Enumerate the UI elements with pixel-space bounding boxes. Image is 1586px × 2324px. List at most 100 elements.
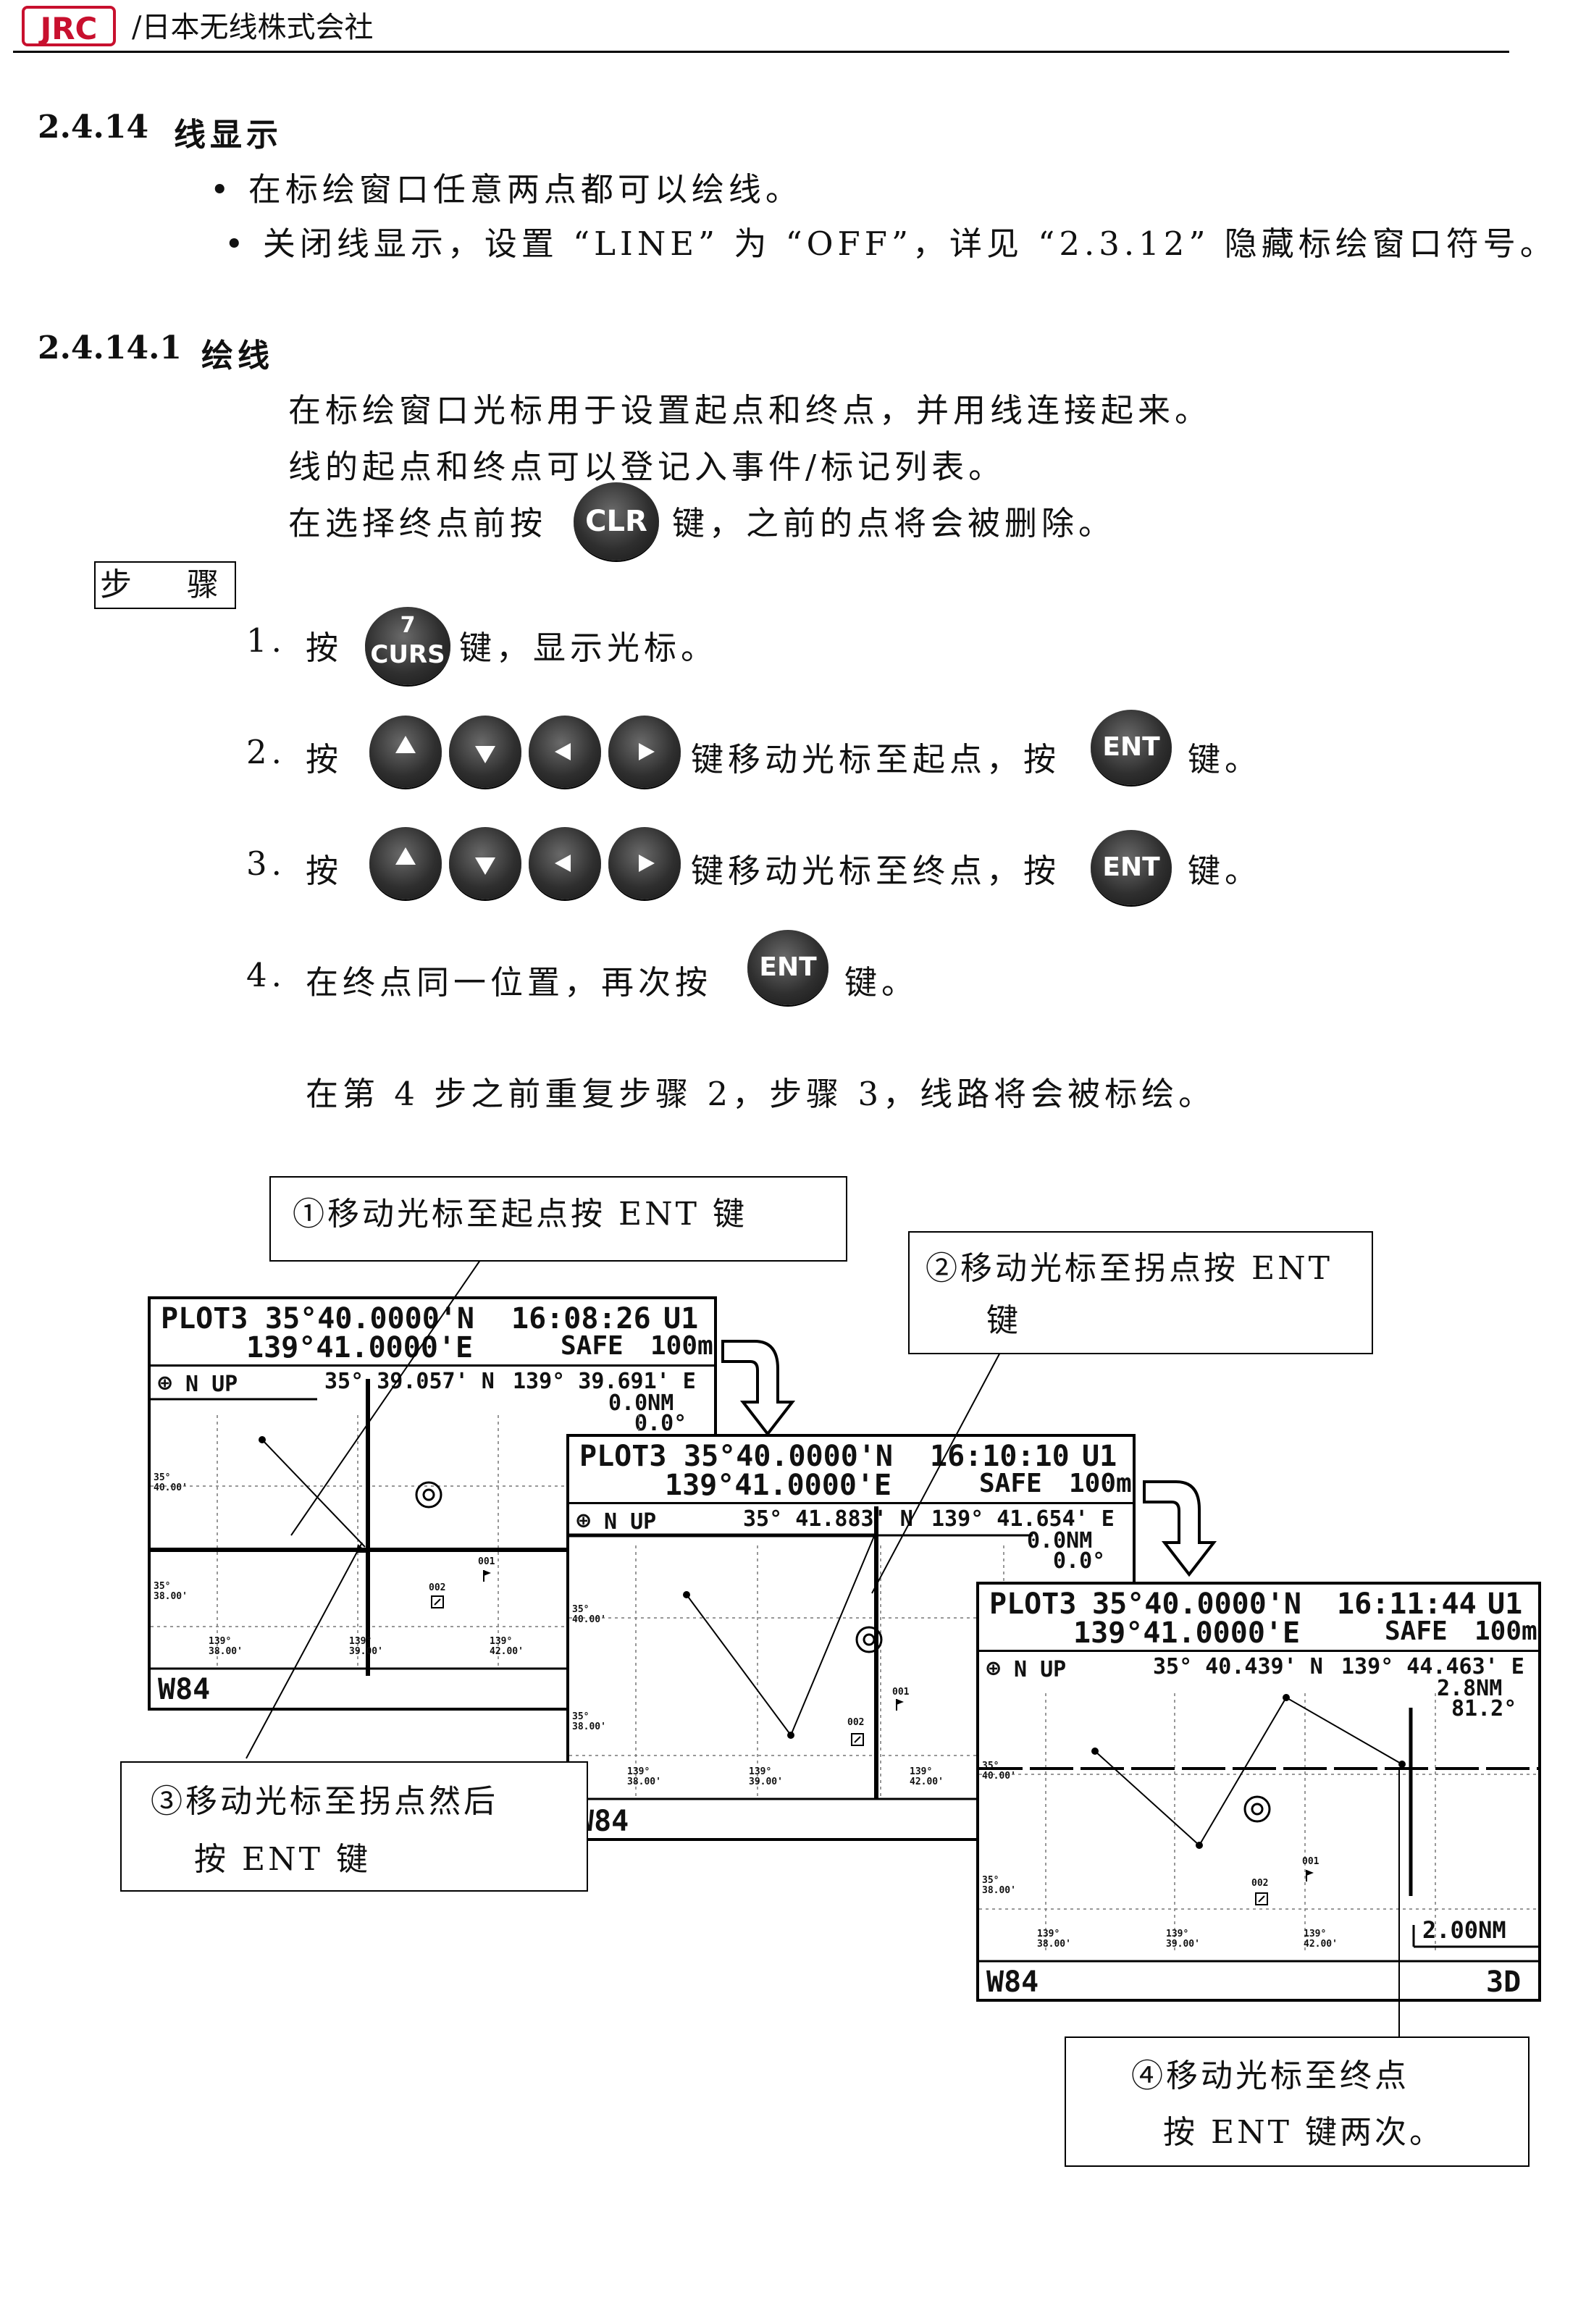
section-title: 线显示 bbox=[174, 117, 282, 154]
callout-4-line-1: ④移动光标至终点 bbox=[1131, 2057, 1409, 2094]
screen-mode: U1 bbox=[1488, 1587, 1523, 1621]
flow-arrow-icon bbox=[1143, 1480, 1217, 1577]
screen-title: PLOT3 bbox=[161, 1302, 248, 1335]
screen-safe: SAFE bbox=[979, 1469, 1042, 1498]
datum-label: W84 bbox=[158, 1673, 211, 1706]
left-arrow-key-icon bbox=[529, 827, 601, 899]
step-2-text-b: 键移动光标至起点，按 bbox=[691, 740, 1061, 779]
cursor-lat: 35° 40.439' N bbox=[1153, 1654, 1323, 1679]
callout-2-line-1: ②移动光标至拐点按 ENT bbox=[926, 1250, 1333, 1287]
ent-key-icon: ENT bbox=[1091, 830, 1172, 905]
grid-lon-label: 139°42.00' bbox=[910, 1766, 944, 1787]
bullet-2: • 关闭线显示，设置 “LINE” 为 “OFF”，详见 “2.3.12” 隐藏… bbox=[225, 225, 1557, 263]
flow-arrow-icon bbox=[721, 1340, 796, 1437]
step-2-text-c: 键。 bbox=[1188, 740, 1262, 779]
waypoint-label: 001 bbox=[892, 1687, 910, 1698]
step-4-text-a: 在终点同一位置，再次按 bbox=[306, 963, 713, 1002]
step-3-text-a: 按 bbox=[306, 852, 343, 890]
curs-key-icon: 7 CURS bbox=[365, 607, 450, 685]
step-3-number: 3. bbox=[246, 844, 286, 883]
up-arrow-key-icon bbox=[369, 716, 442, 788]
plot-area-3 bbox=[979, 1693, 1538, 1963]
fix-mode-label: 3D bbox=[1486, 1966, 1522, 1999]
grid-lon-label: 139°39.00' bbox=[349, 1636, 383, 1657]
up-arrow-key-icon bbox=[369, 827, 442, 899]
para-3-end: 键，之前的点将会被删除。 bbox=[672, 504, 1116, 542]
grid-lon-label: 139°38.00' bbox=[1037, 1929, 1071, 1950]
screen-lat: 35°40.0000'N bbox=[1092, 1587, 1301, 1621]
ent-key-icon: ENT bbox=[1091, 710, 1172, 785]
clr-key-icon: CLR bbox=[574, 482, 659, 561]
para-2: 线的起点和终点可以登记入事件/标记列表。 bbox=[288, 448, 1006, 486]
grid-lat-label: 35°40.00' bbox=[982, 1761, 1016, 1782]
down-arrow-key-icon bbox=[449, 716, 521, 788]
screen-mode: U1 bbox=[663, 1302, 699, 1335]
north-up-icon: ⊕ bbox=[158, 1369, 172, 1396]
cursor-distance: 2.8NM bbox=[1437, 1676, 1503, 1701]
cursor-lon: 139° 44.463' E bbox=[1341, 1654, 1524, 1679]
grid-lon-label: 139°39.00' bbox=[1166, 1929, 1200, 1950]
callout-3: ③移动光标至拐点然后 按 ENT 键 bbox=[120, 1761, 588, 1892]
header-divider bbox=[979, 1650, 1538, 1652]
left-arrow-key-icon bbox=[529, 716, 601, 788]
step-1-text-a: 按 bbox=[306, 629, 343, 667]
step-2-text-a: 按 bbox=[306, 740, 343, 779]
grid-lon-label: 139°42.00' bbox=[1304, 1929, 1338, 1950]
section-number: 2.4.14 bbox=[38, 109, 149, 146]
plot-screen-3: PLOT3 35°40.0000'N 16:11:44 U1 139°41.00… bbox=[976, 1582, 1541, 2002]
step-2-number: 2. bbox=[246, 733, 286, 771]
steps-label: 步 骤 bbox=[94, 561, 236, 609]
scale-label: 2.00NM bbox=[1422, 1916, 1506, 1944]
callout-4: ④移动光标至终点 按 ENT 键两次。 bbox=[1065, 2036, 1530, 2167]
para-3-start: 在选择终点前按 bbox=[288, 504, 547, 542]
orientation-label: N UP bbox=[604, 1509, 657, 1535]
waypoint-label: 002 bbox=[847, 1717, 865, 1728]
north-up-icon: ⊕ bbox=[576, 1506, 591, 1534]
grid-lat-label: 35°40.00' bbox=[572, 1604, 606, 1625]
screen-time: 16:10:10 bbox=[930, 1440, 1070, 1473]
screen-lat: 35°40.0000'N bbox=[684, 1440, 893, 1473]
cursor-distance: 0.0NM bbox=[608, 1390, 674, 1416]
step-3-text-b: 键移动光标至终点，按 bbox=[691, 852, 1061, 890]
step-3-text-c: 键。 bbox=[1188, 852, 1262, 890]
screen-range: 100m bbox=[1474, 1616, 1537, 1646]
header-rule bbox=[13, 51, 1509, 53]
grid-lon-label: 139°38.00' bbox=[627, 1766, 661, 1787]
grid-lon-label: 139°38.00' bbox=[209, 1636, 243, 1657]
down-arrow-key-icon bbox=[449, 827, 521, 899]
cursor-lat: 35° 39.057' N bbox=[324, 1369, 495, 1394]
repeat-note: 在第 4 步之前重复步骤 2，步骤 3，线路将会被标绘。 bbox=[306, 1075, 1216, 1113]
datum-label: W84 bbox=[986, 1966, 1039, 1999]
screen-lon: 139°41.0000'E bbox=[665, 1469, 892, 1502]
waypoint-label: 001 bbox=[478, 1556, 495, 1567]
grid-lon-label: 139°39.00' bbox=[749, 1766, 783, 1787]
screen-safe: SAFE bbox=[1385, 1616, 1448, 1646]
screen-mode: U1 bbox=[1082, 1440, 1117, 1473]
cursor-distance: 0.0NM bbox=[1027, 1528, 1093, 1553]
north-up-icon: ⊕ bbox=[986, 1654, 1001, 1682]
callout-3-line-2: 按 ENT 键 bbox=[194, 1841, 371, 1878]
step-4-text-b: 键。 bbox=[844, 963, 919, 1002]
step-4-number: 4. bbox=[246, 956, 286, 994]
subsection-title: 绘线 bbox=[201, 337, 274, 374]
grid-lat-label: 35°40.00' bbox=[154, 1472, 188, 1493]
screen-title: PLOT3 bbox=[989, 1587, 1077, 1621]
cursor-lat: 35° 41.883' N bbox=[743, 1506, 913, 1532]
callout-2-line-2: 键 bbox=[986, 1302, 1021, 1339]
screen-safe: SAFE bbox=[561, 1331, 624, 1361]
screen-range: 100m bbox=[650, 1331, 713, 1361]
cursor-lon: 139° 41.654' E bbox=[931, 1506, 1115, 1532]
callout-1-text: ①移动光标至起点按 ENT 键 bbox=[293, 1196, 747, 1233]
screen-time: 16:11:44 bbox=[1337, 1587, 1477, 1621]
step-1-number: 1. bbox=[246, 621, 286, 660]
cursor-lon: 139° 39.691' E bbox=[513, 1369, 696, 1394]
ent-key-icon: ENT bbox=[747, 930, 828, 1005]
jrc-logo: JRC bbox=[22, 6, 116, 46]
grid-lon-label: 139°42.00' bbox=[490, 1636, 524, 1657]
curs-key-label: CURS bbox=[370, 640, 445, 669]
step-1-text-b: 键，显示光标。 bbox=[459, 629, 718, 667]
screen-lon: 139°41.0000'E bbox=[1073, 1616, 1301, 1650]
curs-key-number: 7 bbox=[400, 613, 416, 638]
waypoint-label: 002 bbox=[429, 1582, 446, 1593]
